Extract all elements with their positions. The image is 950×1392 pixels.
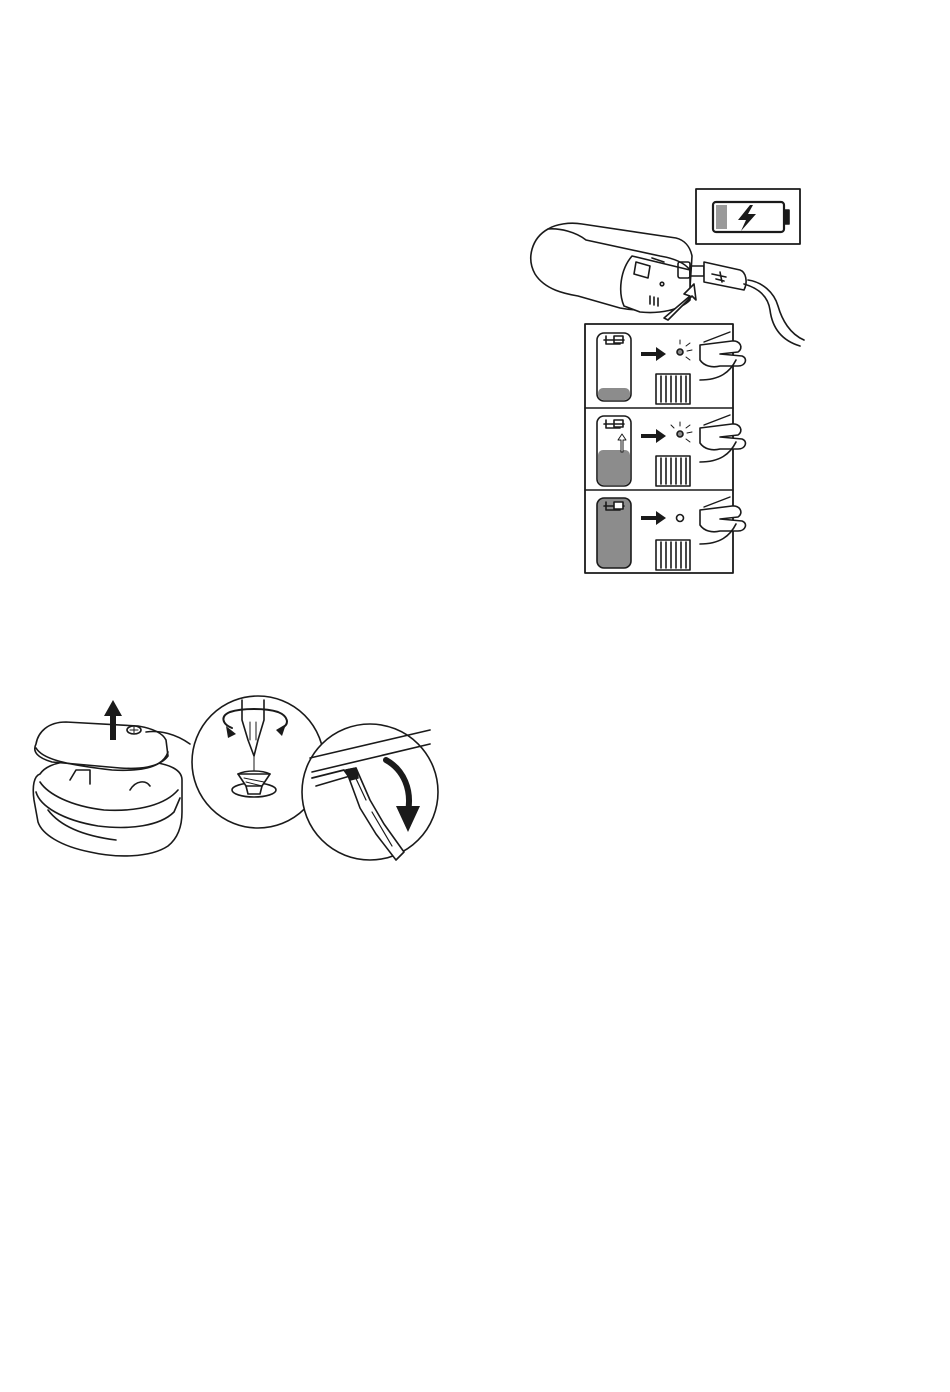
vent-grille [656, 374, 690, 404]
finger-press-icon [700, 424, 745, 450]
finger-press-icon [700, 506, 745, 532]
vent-grille [656, 456, 690, 486]
case-lid [35, 722, 168, 770]
storage-case-icon [33, 762, 182, 856]
lid-removal-figure [33, 696, 438, 860]
battery-pack-icon [531, 223, 692, 312]
led-icon [677, 515, 684, 522]
battery-charging-figure [531, 189, 804, 573]
vent-grille [656, 540, 690, 570]
battery-charging-icon [696, 189, 800, 244]
finger-press-icon [700, 341, 745, 367]
